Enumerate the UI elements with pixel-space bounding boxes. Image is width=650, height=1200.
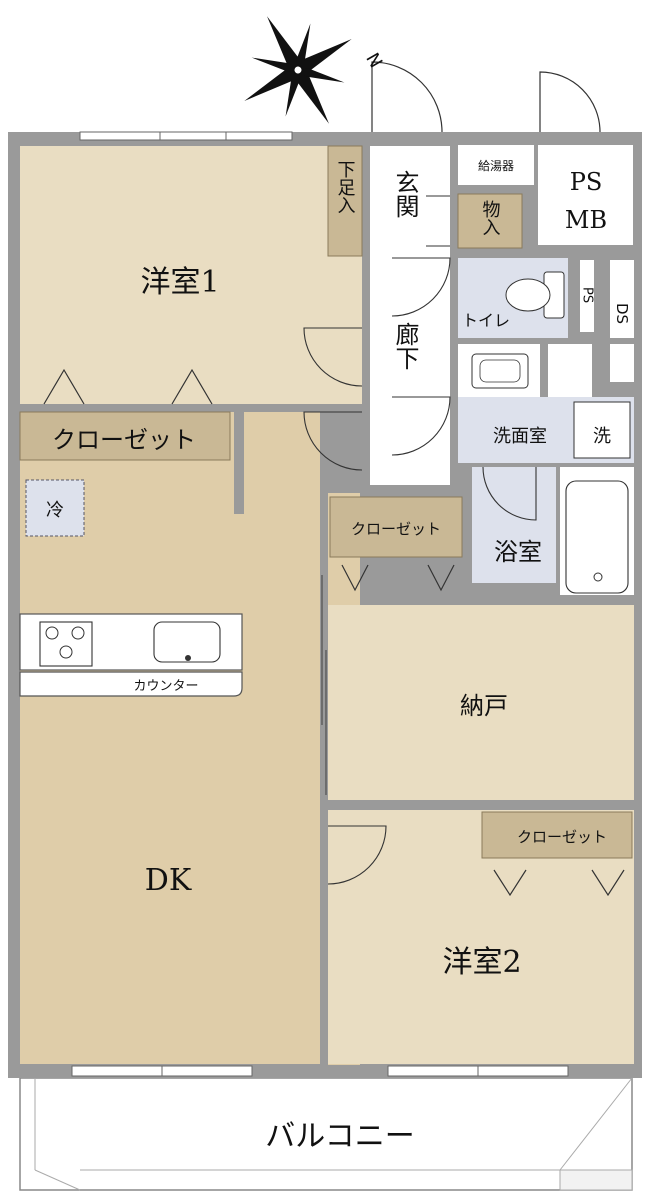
entrance-doors	[371, 61, 601, 133]
label-western1: 洋室1	[140, 265, 219, 300]
washer-icon	[573, 401, 631, 459]
label-ps-small: PS	[580, 287, 595, 303]
balcony-area	[19, 1077, 633, 1191]
sink-icon	[153, 621, 221, 663]
closet-small	[457, 193, 523, 249]
room-hallway	[362, 146, 458, 486]
label-fridge: 冷	[46, 500, 64, 521]
label-bath: 浴室	[494, 538, 542, 566]
label-storage: 納戸	[460, 692, 508, 720]
label-balcony: バルコニー	[265, 1119, 414, 1154]
closet-doors	[43, 368, 625, 897]
label-closet-western1: クローゼット	[52, 426, 196, 454]
label-closet-small: 物入	[480, 200, 501, 236]
closet-western2	[481, 811, 633, 859]
room-western1	[20, 146, 362, 404]
label-hallway: 廊下	[391, 322, 419, 370]
label-mb: MB	[565, 206, 607, 234]
label-dk: DK	[145, 863, 192, 898]
shoe-storage	[327, 145, 363, 257]
closet-storage	[329, 496, 463, 558]
washbasin-icon	[471, 353, 529, 389]
compass-north-label: N	[361, 50, 386, 72]
bathtub-icon	[565, 480, 629, 594]
label-closet-storage: クローゼット	[351, 520, 441, 538]
label-toilet: トイレ	[462, 311, 510, 330]
label-washer: 洗	[593, 426, 611, 447]
toilet-icon	[505, 278, 551, 312]
label-counter: カウンター	[133, 679, 198, 694]
label-shoe-storage: 下足入	[335, 160, 356, 214]
interior-doors	[303, 195, 537, 885]
ps-mb-shaft	[538, 145, 633, 245]
label-water-heater: 給湯器	[478, 159, 514, 173]
label-entrance: 玄関	[391, 170, 419, 218]
label-washroom: 洗面室	[493, 426, 547, 447]
label-ps: PS	[570, 168, 603, 196]
fridge-space	[25, 479, 85, 537]
counter-bar	[19, 671, 243, 697]
room-storage	[328, 605, 634, 800]
closet-western1	[19, 411, 231, 461]
compass-icon	[244, 16, 352, 124]
label-ds: DS	[613, 303, 631, 324]
label-western2: 洋室2	[442, 945, 521, 980]
label-closet-western2: クローゼット	[517, 828, 607, 846]
